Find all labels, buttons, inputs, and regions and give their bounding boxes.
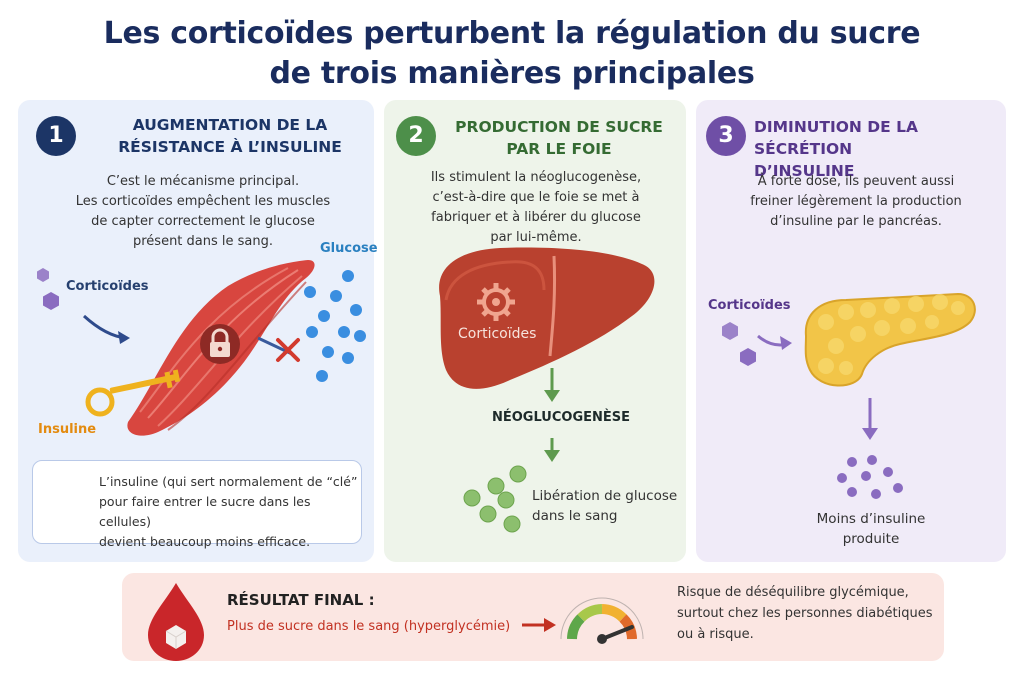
callout-line: devient beaucoup moins efficace.	[99, 534, 311, 549]
corticoid-label-3: Corticoïdes	[708, 298, 791, 313]
panel-3-text-line: d’insuline par le pancréas.	[770, 214, 942, 229]
panel-1-text-line: de capter correctement le glucose	[91, 214, 315, 229]
panel-2-title-line-1: PRODUCTION DE SUCRE	[455, 118, 663, 136]
corticoid-label: Corticoïdes	[66, 279, 149, 294]
neoglucogenesis-label: NÉOGLUCOGENÈSE	[492, 410, 631, 425]
panel-1-title: AUGMENTATION DE LA RÉSISTANCE À L’INSULI…	[100, 114, 360, 158]
corticoid-hexagon-icon	[43, 292, 59, 310]
result-graphics	[148, 583, 644, 661]
corticoid-hexagon-icon	[740, 348, 756, 366]
risk-line: ou à risque.	[677, 627, 754, 642]
glucose-label: Glucose	[320, 241, 378, 256]
step-number-1: 1	[36, 116, 76, 156]
panel-3-text-line: freiner légèrement la production	[750, 194, 962, 209]
panel-liver-production: 2 PRODUCTION DE SUCRE PAR LE FOIE Ils st…	[384, 100, 686, 562]
panel-2-description: Ils stimulent la néoglucogenèse, c’est-à…	[414, 168, 658, 248]
cross-icon	[276, 338, 300, 362]
insulin-key-callout: L’insuline (qui sert normalement de “clé…	[32, 460, 362, 549]
insulin-label: Insuline	[38, 422, 97, 437]
lock-icon	[211, 328, 229, 343]
risk-line: surtout chez les personnes diabétiques	[677, 606, 933, 621]
final-result-banner: RÉSULTAT FINAL : Plus de sucre dans le s…	[122, 573, 944, 661]
panel-2-text-line: fabriquer et à libérer du glucose	[431, 210, 641, 225]
panel-1-title-line-1: AUGMENTATION DE LA	[132, 116, 328, 134]
panel-1-title-line-2: RÉSISTANCE À L’INSULINE	[118, 138, 342, 156]
page-title: Les corticoïdes perturbent la régulation…	[0, 14, 1024, 94]
result-title: RÉSULTAT FINAL :	[227, 591, 375, 609]
less-insulin-line: Moins d’insuline	[816, 511, 926, 527]
glucose-molecules	[304, 270, 366, 382]
less-insulin-label: Moins d’insuline produite	[806, 509, 936, 549]
panel-2-title-line-2: PAR LE FOIE	[506, 140, 612, 158]
result-subtitle: Plus de sucre dans le sang (hyperglycémi…	[227, 619, 511, 634]
step-number-2: 2	[396, 116, 436, 156]
panel-2-title: PRODUCTION DE SUCRE PAR LE FOIE	[444, 116, 674, 160]
liver-shape	[439, 247, 655, 389]
glucose-release-label: Libération de glucose dans le sang	[532, 486, 677, 526]
callout-text: L’insuline (qui sert normalement de “clé…	[99, 472, 361, 552]
callout-line: L’insuline (qui sert normalement de “clé…	[99, 474, 358, 489]
less-insulin-line: produite	[842, 531, 900, 547]
panel-3-text-line: À forte dose, ils peuvent aussi	[757, 174, 955, 189]
gear-icon	[477, 283, 515, 321]
panel-insulin-secretion: 3 DIMINUTION DE LA SÉCRÉTION D’INSULINE …	[696, 100, 1006, 562]
corticoid-hexagon-icon	[37, 268, 49, 282]
panel-3-description: À forte dose, ils peuvent aussi freiner …	[736, 172, 976, 232]
corticoid-hexagon-icon	[722, 322, 738, 340]
blood-drop-icon	[148, 583, 204, 661]
panel-1-text-line: présent dans le sang.	[132, 234, 274, 249]
pancreas-illustration	[722, 292, 976, 499]
panel-insulin-resistance: 1 AUGMENTATION DE LA RÉSISTANCE À L’INSU…	[18, 100, 378, 562]
glucose-molecules-green	[463, 465, 527, 533]
panel-2-text-line: Ils stimulent la néoglucogenèse,	[430, 170, 642, 185]
muscle-illustration	[37, 260, 366, 526]
gauge-icon	[560, 597, 644, 644]
title-line-1: Les corticoïdes perturbent la régulation…	[103, 16, 921, 51]
panel-3-title-line-2: SÉCRÉTION D’INSULINE	[754, 140, 855, 180]
panel-3-title: DIMINUTION DE LA SÉCRÉTION D’INSULINE	[754, 116, 954, 182]
panel-2-text-line: c’est-à-dire que le foie se met à	[432, 190, 640, 205]
liver-illustration	[439, 247, 655, 533]
panel-2-text-line: par lui-même.	[490, 230, 582, 245]
insulin-molecules	[837, 455, 903, 499]
panel-1-text-line: Les corticoïdes empêchent les muscles	[75, 194, 331, 209]
liver-corticoid-label: Corticoïdes	[458, 326, 537, 342]
panel-1-text-line: C’est le mécanisme principal.	[106, 174, 300, 189]
release-line: dans le sang	[532, 508, 618, 524]
result-risk-text: Risque de déséquilibre glycémique, surto…	[677, 582, 942, 645]
arrow-head-icon	[118, 331, 130, 344]
risk-line: Risque de déséquilibre glycémique,	[677, 585, 909, 600]
key-icon	[85, 387, 115, 417]
panel-1-description: C’est le mécanisme principal. Les cortic…	[58, 172, 348, 252]
panel-3-title-line-1: DIMINUTION DE LA	[754, 118, 918, 136]
callout-line: pour faire entrer le sucre dans les cell…	[99, 494, 311, 529]
step-number-3: 3	[706, 116, 746, 156]
title-line-2: de trois manières principales	[269, 56, 755, 91]
release-line: Libération de glucose	[532, 488, 678, 504]
